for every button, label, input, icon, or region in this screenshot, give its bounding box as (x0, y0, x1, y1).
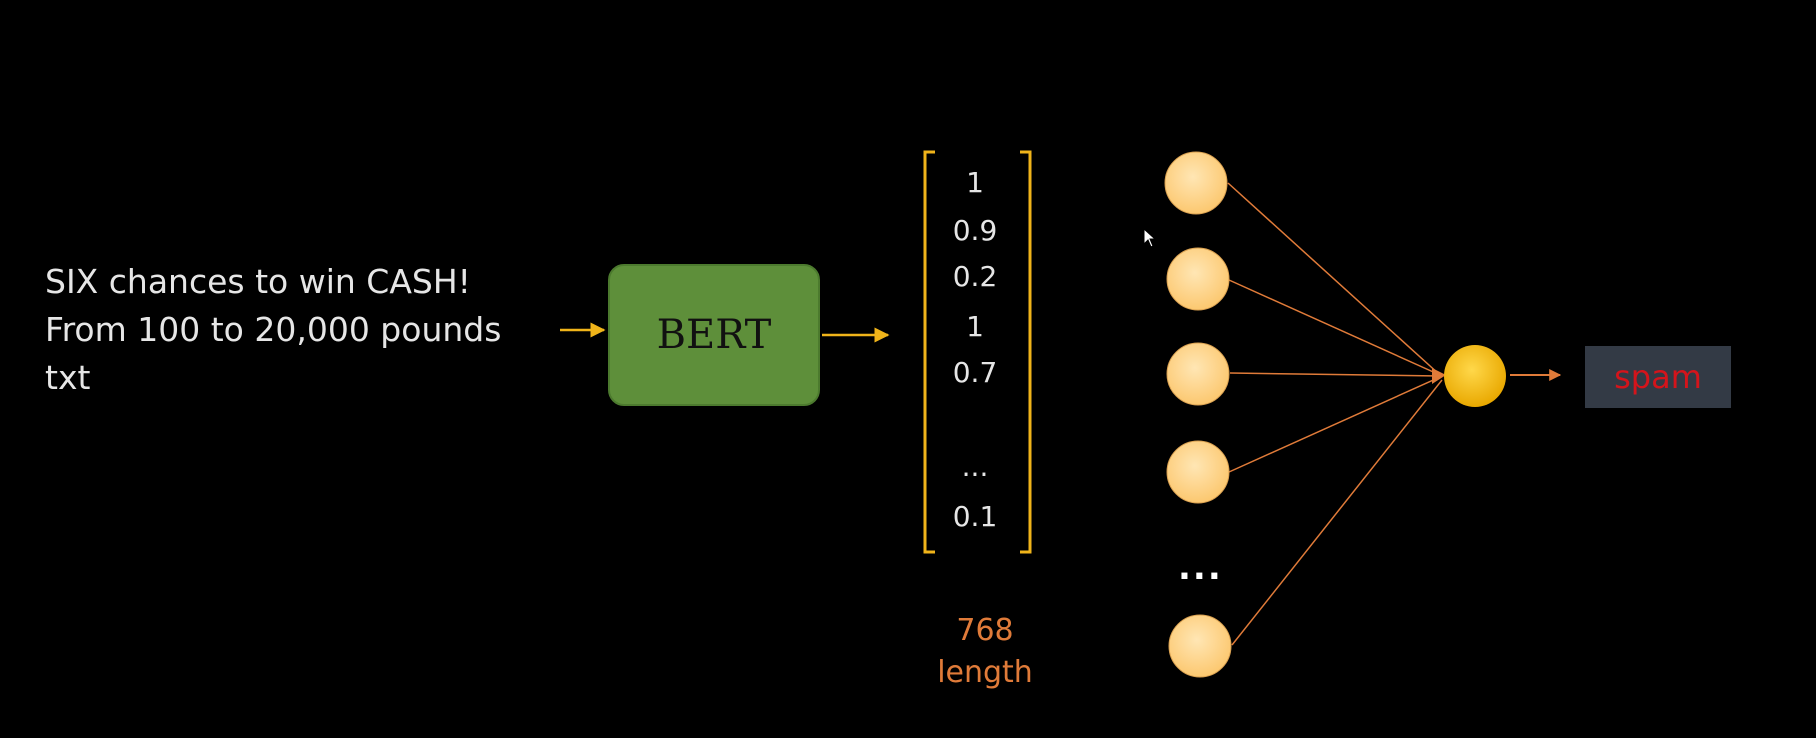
connections (1227, 182, 1443, 646)
vector-ellipsis: ... (961, 450, 989, 483)
input-line-3: txt (45, 358, 91, 397)
neuron-5 (1168, 614, 1232, 678)
neuron-2 (1166, 247, 1230, 311)
connection-1 (1227, 182, 1441, 376)
connection-2 (1228, 279, 1441, 376)
connection-3 (1229, 372, 1441, 377)
vector-length-label: 768 length (920, 610, 1050, 694)
neuron-1 (1164, 151, 1228, 215)
vector-value-5: 0.7 (952, 356, 998, 389)
input-line-1: SIX chances to win CASH! (45, 262, 471, 301)
connection-4 (1228, 376, 1441, 473)
neuron-4 (1166, 440, 1230, 504)
input-message: SIX chances to win CASH! From 100 to 20,… (45, 258, 501, 402)
vector-length-number: 768 (956, 613, 1014, 648)
output-box: spam (1585, 346, 1731, 408)
vector-value-last: 0.1 (952, 500, 998, 533)
vector-value-3: 0.2 (952, 260, 998, 293)
vector-value-1: 1 (966, 166, 984, 199)
vector-length-word: length (937, 655, 1033, 690)
vector-right-bracket (1020, 150, 1032, 554)
mouse-cursor-icon (1143, 228, 1157, 248)
vector-left-bracket (923, 150, 935, 554)
hidden-neuron-ellipsis: ... (1178, 548, 1223, 588)
vector-value-2: 0.9 (952, 214, 998, 247)
vector-value-4: 1 (966, 310, 984, 343)
output-label: spam (1614, 358, 1702, 396)
convergence-arrowhead (1432, 368, 1446, 384)
input-line-2: From 100 to 20,000 pounds (45, 310, 502, 349)
bert-label: BERT (656, 312, 772, 358)
connection-5 (1231, 379, 1443, 646)
bert-block: BERT (608, 264, 820, 406)
neuron-3 (1166, 342, 1230, 406)
output-neuron (1444, 345, 1506, 407)
